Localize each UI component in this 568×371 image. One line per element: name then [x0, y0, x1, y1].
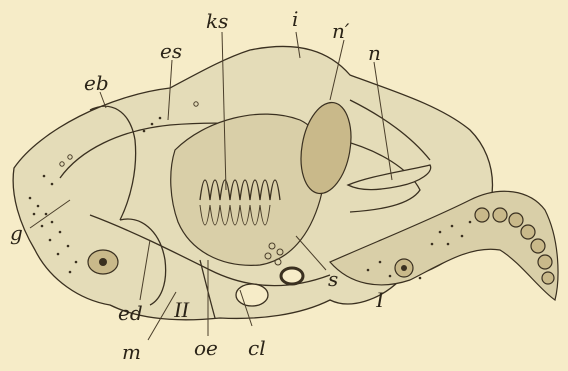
label-m: m [122, 340, 141, 364]
label-oe: oe [194, 336, 218, 360]
label-ks: ks [206, 9, 228, 33]
label-g: g [10, 221, 23, 245]
label-eb: eb [84, 71, 109, 95]
label-i: i [292, 7, 298, 31]
label-n-prime: n′ [332, 19, 350, 43]
s-ring [281, 268, 303, 284]
label-ed: ed [118, 301, 143, 325]
g-cell-nucleus [99, 258, 107, 266]
label-n: n [368, 41, 381, 65]
cl-opening [236, 284, 268, 306]
label-es: es [160, 39, 182, 63]
label-II: II [173, 297, 190, 322]
label-cl: cl [248, 336, 266, 360]
label-s: s [328, 267, 338, 291]
